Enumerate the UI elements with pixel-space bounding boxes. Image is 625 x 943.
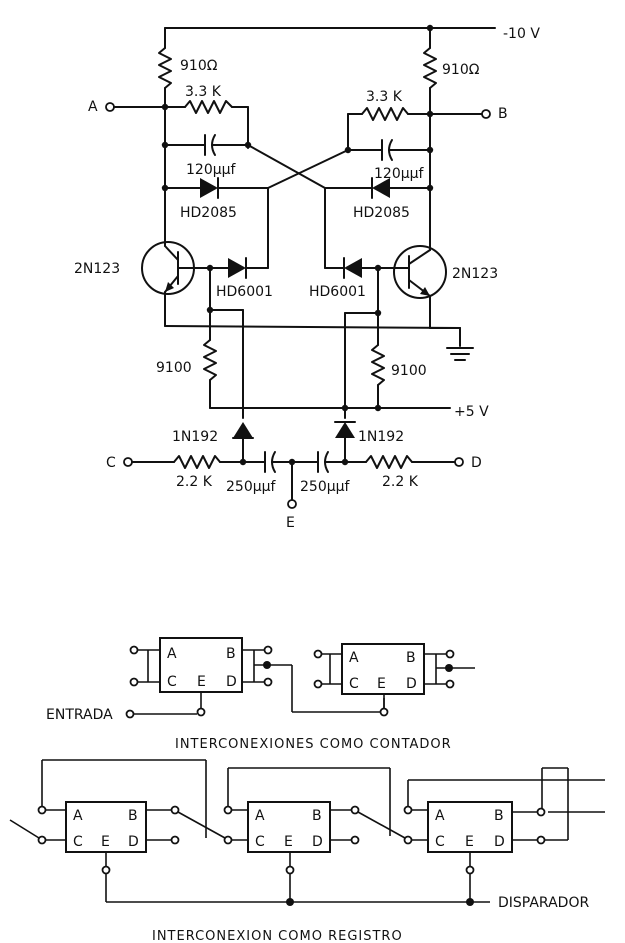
flip-flop-circuit: -10 V 910Ω 910Ω A B 3.3 K 3.3 K <box>74 24 540 531</box>
register-block-2 <box>247 801 331 853</box>
diode-steer-left <box>233 422 253 438</box>
counter-block-2-d: D <box>406 676 417 692</box>
transistor-right-label: 2N123 <box>452 266 498 282</box>
diode-base-right <box>344 258 362 278</box>
diode-clamp-right <box>372 178 390 198</box>
register-block-1-c: C <box>73 834 83 850</box>
register-block-3-d: D <box>494 834 505 850</box>
resistor-cross-right <box>361 107 409 121</box>
counter-block-2-a: A <box>349 650 359 666</box>
terminal-d <box>454 457 464 467</box>
register-block-2-a: A <box>255 808 265 824</box>
register-block-3-b: B <box>494 808 504 824</box>
terminal-a-label: A <box>88 99 98 115</box>
diode-base-right-label: HD6001 <box>309 284 366 300</box>
register-block-3-a: A <box>435 808 445 824</box>
r-load-left-label: 910Ω <box>180 58 218 74</box>
resistor-load-left <box>158 47 172 89</box>
c-speedup-left-label: 120μμf <box>186 162 237 178</box>
r-cross-left-label: 3.3 K <box>185 84 222 100</box>
register-block-2-c: C <box>255 834 265 850</box>
terminal-b <box>481 109 491 119</box>
supply-pos-label: +5 V <box>454 404 489 420</box>
transistor-left-label: 2N123 <box>74 261 120 277</box>
terminal-a <box>105 102 115 112</box>
register-block-1-b: B <box>128 808 138 824</box>
r-input-right-label: 2.2 K <box>382 474 419 490</box>
register-block-3-e: E <box>465 834 474 850</box>
register-block-3 <box>427 801 513 853</box>
r-load-right-label: 910Ω <box>442 62 480 78</box>
register-block-2-e: E <box>284 834 293 850</box>
register-block-2-d: D <box>312 834 323 850</box>
resistor-input-left <box>173 455 221 469</box>
register-block-1-d: D <box>128 834 139 850</box>
r-cross-right-label: 3.3 K <box>366 89 403 105</box>
counter-block-2-b: B <box>406 650 416 666</box>
terminal-c <box>123 457 133 467</box>
counter-block-2-c: C <box>349 676 359 692</box>
resistor-bias-right <box>371 344 385 386</box>
counter-block-2-e: E <box>377 676 386 692</box>
r-input-left-label: 2.2 K <box>176 474 213 490</box>
counter-input-label: ENTRADA <box>46 707 113 723</box>
resistor-bias-left <box>203 339 217 381</box>
c-input-left-label: 250μμf <box>226 479 277 495</box>
ground-icon <box>446 347 474 361</box>
counter-block-1 <box>159 637 243 693</box>
diode-base-left-label: HD6001 <box>216 284 273 300</box>
counter-block-1-b: B <box>226 646 236 662</box>
counter-block-1-e: E <box>197 674 206 690</box>
terminal-d-label: D <box>471 455 482 471</box>
register-block-1-a: A <box>73 808 83 824</box>
register-block-1-e: E <box>101 834 110 850</box>
counter-block-1-c: C <box>167 674 177 690</box>
register-diagram: A B C E D A B C E D <box>9 759 605 943</box>
resistor-input-right <box>365 455 413 469</box>
diode-steer-right <box>335 422 355 438</box>
register-trigger-label: DISPARADOR <box>498 895 589 911</box>
diode-clamp-left <box>200 178 218 198</box>
terminal-e <box>287 499 297 509</box>
terminal-e-label: E <box>286 515 295 531</box>
counter-block-2 <box>341 643 425 695</box>
register-caption: INTERCONEXION COMO REGISTRO <box>152 929 403 943</box>
transistor-right <box>393 245 447 299</box>
diode-clamp-left-label: HD2085 <box>180 205 237 221</box>
counter-block-1-d: D <box>226 674 237 690</box>
c-speedup-right-label: 120μμf <box>374 166 425 182</box>
diode-steer-right-label: 1N192 <box>358 429 404 445</box>
r-bias-right-label: 9100 <box>391 363 427 379</box>
c-input-right-label: 250μμf <box>300 479 351 495</box>
terminal-b-label: B <box>498 106 508 122</box>
register-block-2-b: B <box>312 808 322 824</box>
counter-caption: INTERCONEXIONES COMO CONTADOR <box>175 737 452 752</box>
counter-diagram: A B C E D ENTRADA A B C E D <box>46 637 475 752</box>
diode-base-left <box>228 258 246 278</box>
diode-clamp-right-label: HD2085 <box>353 205 410 221</box>
r-bias-left-label: 9100 <box>156 360 192 376</box>
terminal-c-label: C <box>106 455 116 471</box>
diode-steer-left-label: 1N192 <box>172 429 218 445</box>
resistor-load-right <box>423 47 437 89</box>
supply-neg-label: -10 V <box>503 26 540 42</box>
resistor-cross-left <box>184 100 233 114</box>
counter-block-1-a: A <box>167 646 177 662</box>
register-block-3-c: C <box>435 834 445 850</box>
